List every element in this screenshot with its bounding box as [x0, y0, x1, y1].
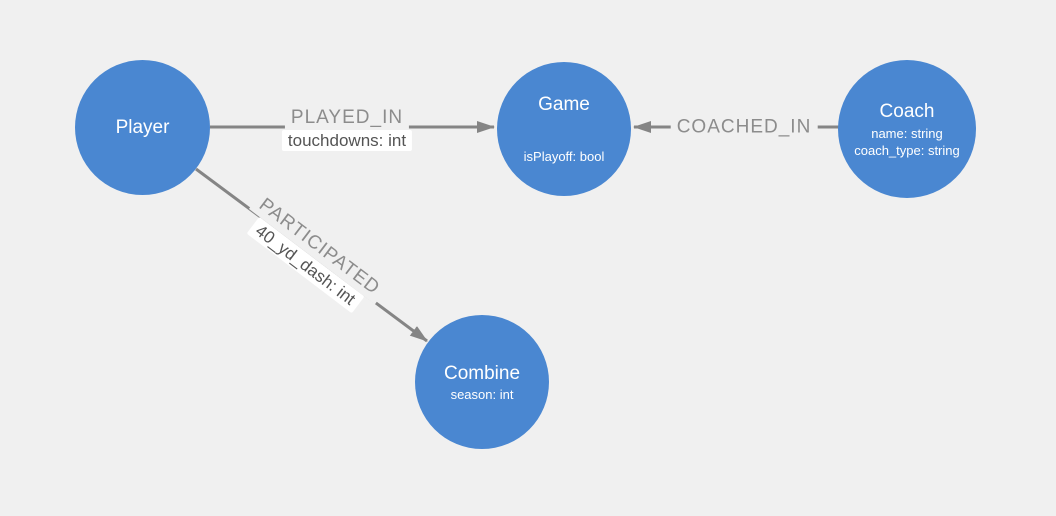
edge-name: COACHED_IN — [670, 114, 818, 140]
edge-property: touchdowns: int — [281, 130, 413, 151]
node-player[interactable]: Player — [75, 60, 210, 195]
node-property: coach_type: string — [854, 142, 960, 158]
node-property: name: string — [871, 126, 943, 141]
node-properties: name: string coach_type: string — [854, 126, 960, 159]
node-properties: isPlayoff: bool — [524, 149, 605, 166]
node-label: Combine — [443, 362, 521, 384]
node-property: season: int — [450, 386, 514, 402]
node-label: Game — [538, 94, 590, 116]
node-game[interactable]: Game isPlayoff: bool — [497, 62, 631, 196]
node-property: isPlayoff: bool — [523, 149, 605, 165]
edge-label-played-in[interactable]: PLAYED_IN touchdowns: int — [281, 105, 413, 151]
edge-label-coached-in[interactable]: COACHED_IN — [670, 114, 818, 140]
node-combine[interactable]: Combine season: int — [415, 315, 549, 449]
node-label: Coach — [879, 101, 935, 122]
node-coach[interactable]: Coach name: string coach_type: string — [838, 60, 976, 198]
node-properties: season: int — [451, 387, 514, 404]
edge-name: PLAYED_IN — [284, 105, 410, 130]
node-label: Player — [115, 116, 170, 138]
